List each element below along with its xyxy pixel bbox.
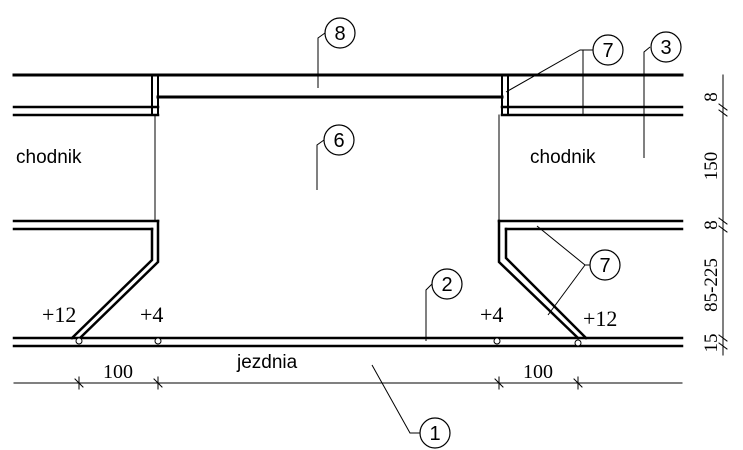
callout-circle-3: [650, 31, 682, 63]
callout-number-7-top: 7: [602, 40, 613, 62]
dimension-bottom-right: 100: [523, 361, 553, 383]
leader-3: [643, 46, 651, 158]
leader-2: [425, 283, 433, 341]
right-dimension-ticks: [718, 103, 728, 350]
callout-circle-7-bottom: [589, 249, 621, 281]
callout-number-1: 1: [429, 423, 440, 445]
callout-circle-6: [323, 124, 355, 156]
marker-right-outer: [574, 339, 582, 347]
dimension-right-8-bottom: 8: [701, 220, 722, 230]
left-ramp-outer: [78, 219, 160, 340]
area-labels: chodnik chodnik jezdnia: [16, 147, 596, 373]
callout-number-8: 8: [334, 23, 345, 45]
callout-circle-1: [419, 417, 451, 449]
structure-lines: [12, 73, 728, 390]
label-roadway: jezdnia: [236, 352, 298, 373]
label-sidewalk-right: chodnik: [530, 147, 596, 168]
dimension-right-85-225: 85-225: [701, 258, 722, 312]
marker-left-inner: [154, 337, 162, 345]
label-sidewalk-left: chodnik: [16, 147, 82, 168]
dimension-right-15: 15: [701, 334, 722, 353]
callout-number-6: 6: [333, 130, 344, 152]
elevation-labels: +12 +4 +4 +12: [42, 302, 617, 331]
callout-number-7-bottom: 7: [599, 255, 610, 277]
callout-number-3: 3: [660, 37, 671, 59]
marker-right-inner: [493, 337, 501, 345]
right-ramp-outer: [497, 219, 580, 340]
callout-bubbles: [323, 17, 682, 449]
leader-7-top: [505, 49, 595, 93]
bottom-dimension-ticks: [74, 376, 583, 390]
callout-leaders: [316, 32, 651, 434]
marker-left-outer: [75, 337, 83, 345]
callout-circle-8: [324, 17, 356, 49]
leader-1: [371, 364, 420, 434]
dimension-right-150: 150: [701, 152, 722, 181]
dimension-right-8-top: 8: [701, 92, 722, 102]
leader-6: [316, 139, 325, 190]
elevation-right-outer: +12: [583, 306, 617, 331]
left-ramp-inner: [70, 227, 154, 340]
right-dimension-labels: 8 150 8 85-225 15: [701, 92, 722, 352]
elevation-left-outer: +12: [42, 302, 76, 327]
callout-numbers: 8 3 7 6 7 2 1: [333, 23, 671, 445]
leader-7-bottom: [536, 225, 592, 266]
leader-8: [317, 32, 326, 88]
elevation-left-inner: +4: [140, 302, 163, 327]
callout-circle-2: [431, 268, 463, 300]
elevation-right-inner: +4: [480, 302, 503, 327]
leader-7-bottom-b: [547, 264, 586, 316]
dimension-bottom-left: 100: [103, 361, 133, 383]
callout-circle-7-top: [592, 34, 624, 66]
right-ramp-inner: [504, 227, 588, 340]
callout-number-2: 2: [441, 274, 452, 296]
curb-markers: [75, 337, 582, 347]
bottom-dimension-labels: 100 100: [103, 361, 553, 383]
